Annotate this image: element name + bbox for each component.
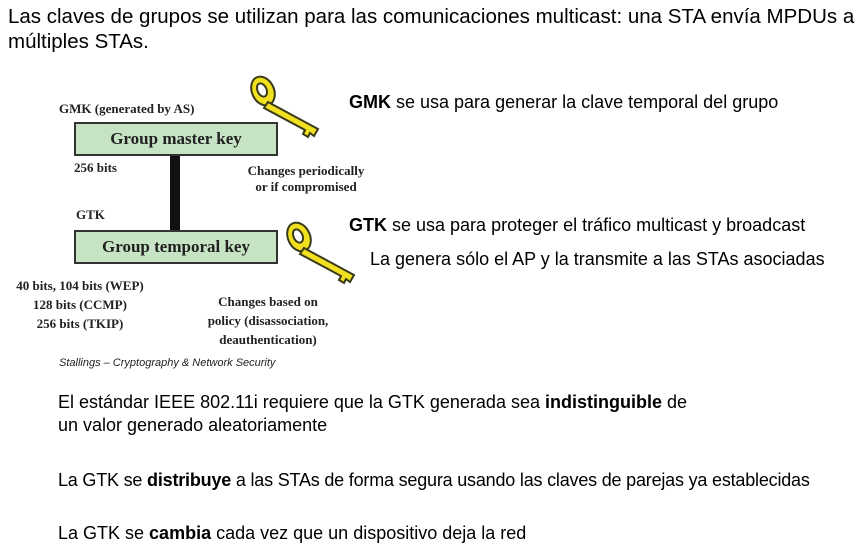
p3-pre: La GTK se <box>58 523 150 543</box>
gmk-term: GMK <box>349 92 391 112</box>
p1-line2: un valor generado aleatoriamente <box>58 415 328 435</box>
p2-bold: distribuye <box>147 470 232 490</box>
gtk-change-line: Changes based on <box>218 294 318 309</box>
gtk-change-line: policy (disassociation, <box>207 313 329 328</box>
ap-note: La genera sólo el AP y la transmite a la… <box>370 249 825 269</box>
gtk-bits-line: 128 bits (CCMP) <box>33 297 127 312</box>
slide-title: Las claves de grupos se utilizan para la… <box>8 5 855 53</box>
gmk-change-line: Changes periodically <box>247 163 365 178</box>
paragraph-cambia: La GTK se cambia cada vez que un disposi… <box>58 522 526 545</box>
gtk-change-line: deauthentication) <box>219 332 317 347</box>
gmk-bits: 256 bits <box>74 160 117 175</box>
p1-pre: El estándar IEEE 802.11i requiere que la… <box>58 392 545 412</box>
gmk-change-line: or if compromised <box>255 179 357 194</box>
gtk-bits: 40 bits, 104 bits (WEP) 128 bits (CCMP) … <box>0 276 160 333</box>
key-icon <box>250 75 320 139</box>
gtk-bits-line: 40 bits, 104 bits (WEP) <box>16 278 144 293</box>
p2-post: a las STAs de forma segura usando las cl… <box>231 470 810 490</box>
paragraph-distribuye: La GTK se distribuye a las STAs de forma… <box>58 469 810 492</box>
gmk-label: GMK (generated by AS) <box>59 101 195 116</box>
group-temporal-key-box: Group temporal key <box>74 230 278 264</box>
gtk-term: GTK <box>349 215 387 235</box>
gtk-bits-line: 256 bits (TKIP) <box>36 316 124 331</box>
p1-bold: indistinguible <box>544 392 662 412</box>
p2-pre: La GTK se <box>58 470 148 490</box>
gtk-label: GTK <box>76 207 105 222</box>
gmk-note: GMK se usa para generar la clave tempora… <box>349 91 778 113</box>
hierarchy-connector <box>170 156 180 230</box>
p3-bold: cambia <box>149 523 212 543</box>
figure-citation: Stallings – Cryptography & Network Secur… <box>59 357 276 369</box>
gtk-note-text: se usa para proteger el tráfico multicas… <box>387 215 806 235</box>
gtk-note: GTK se usa para proteger el tráfico mult… <box>349 214 805 236</box>
paragraph-indistinguible: El estándar IEEE 802.11i requiere que la… <box>58 391 758 437</box>
key-icon <box>286 221 356 285</box>
gmk-change-note: Changes periodically or if compromised <box>226 163 386 195</box>
gmk-note-text: se usa para generar la clave temporal de… <box>391 92 779 112</box>
p1-post: de <box>661 392 688 412</box>
group-master-key-box: Group master key <box>74 122 278 156</box>
gtk-change-note: Changes based on policy (disassociation,… <box>186 292 350 349</box>
p3-post: cada vez que un dispositivo deja la red <box>211 523 527 543</box>
